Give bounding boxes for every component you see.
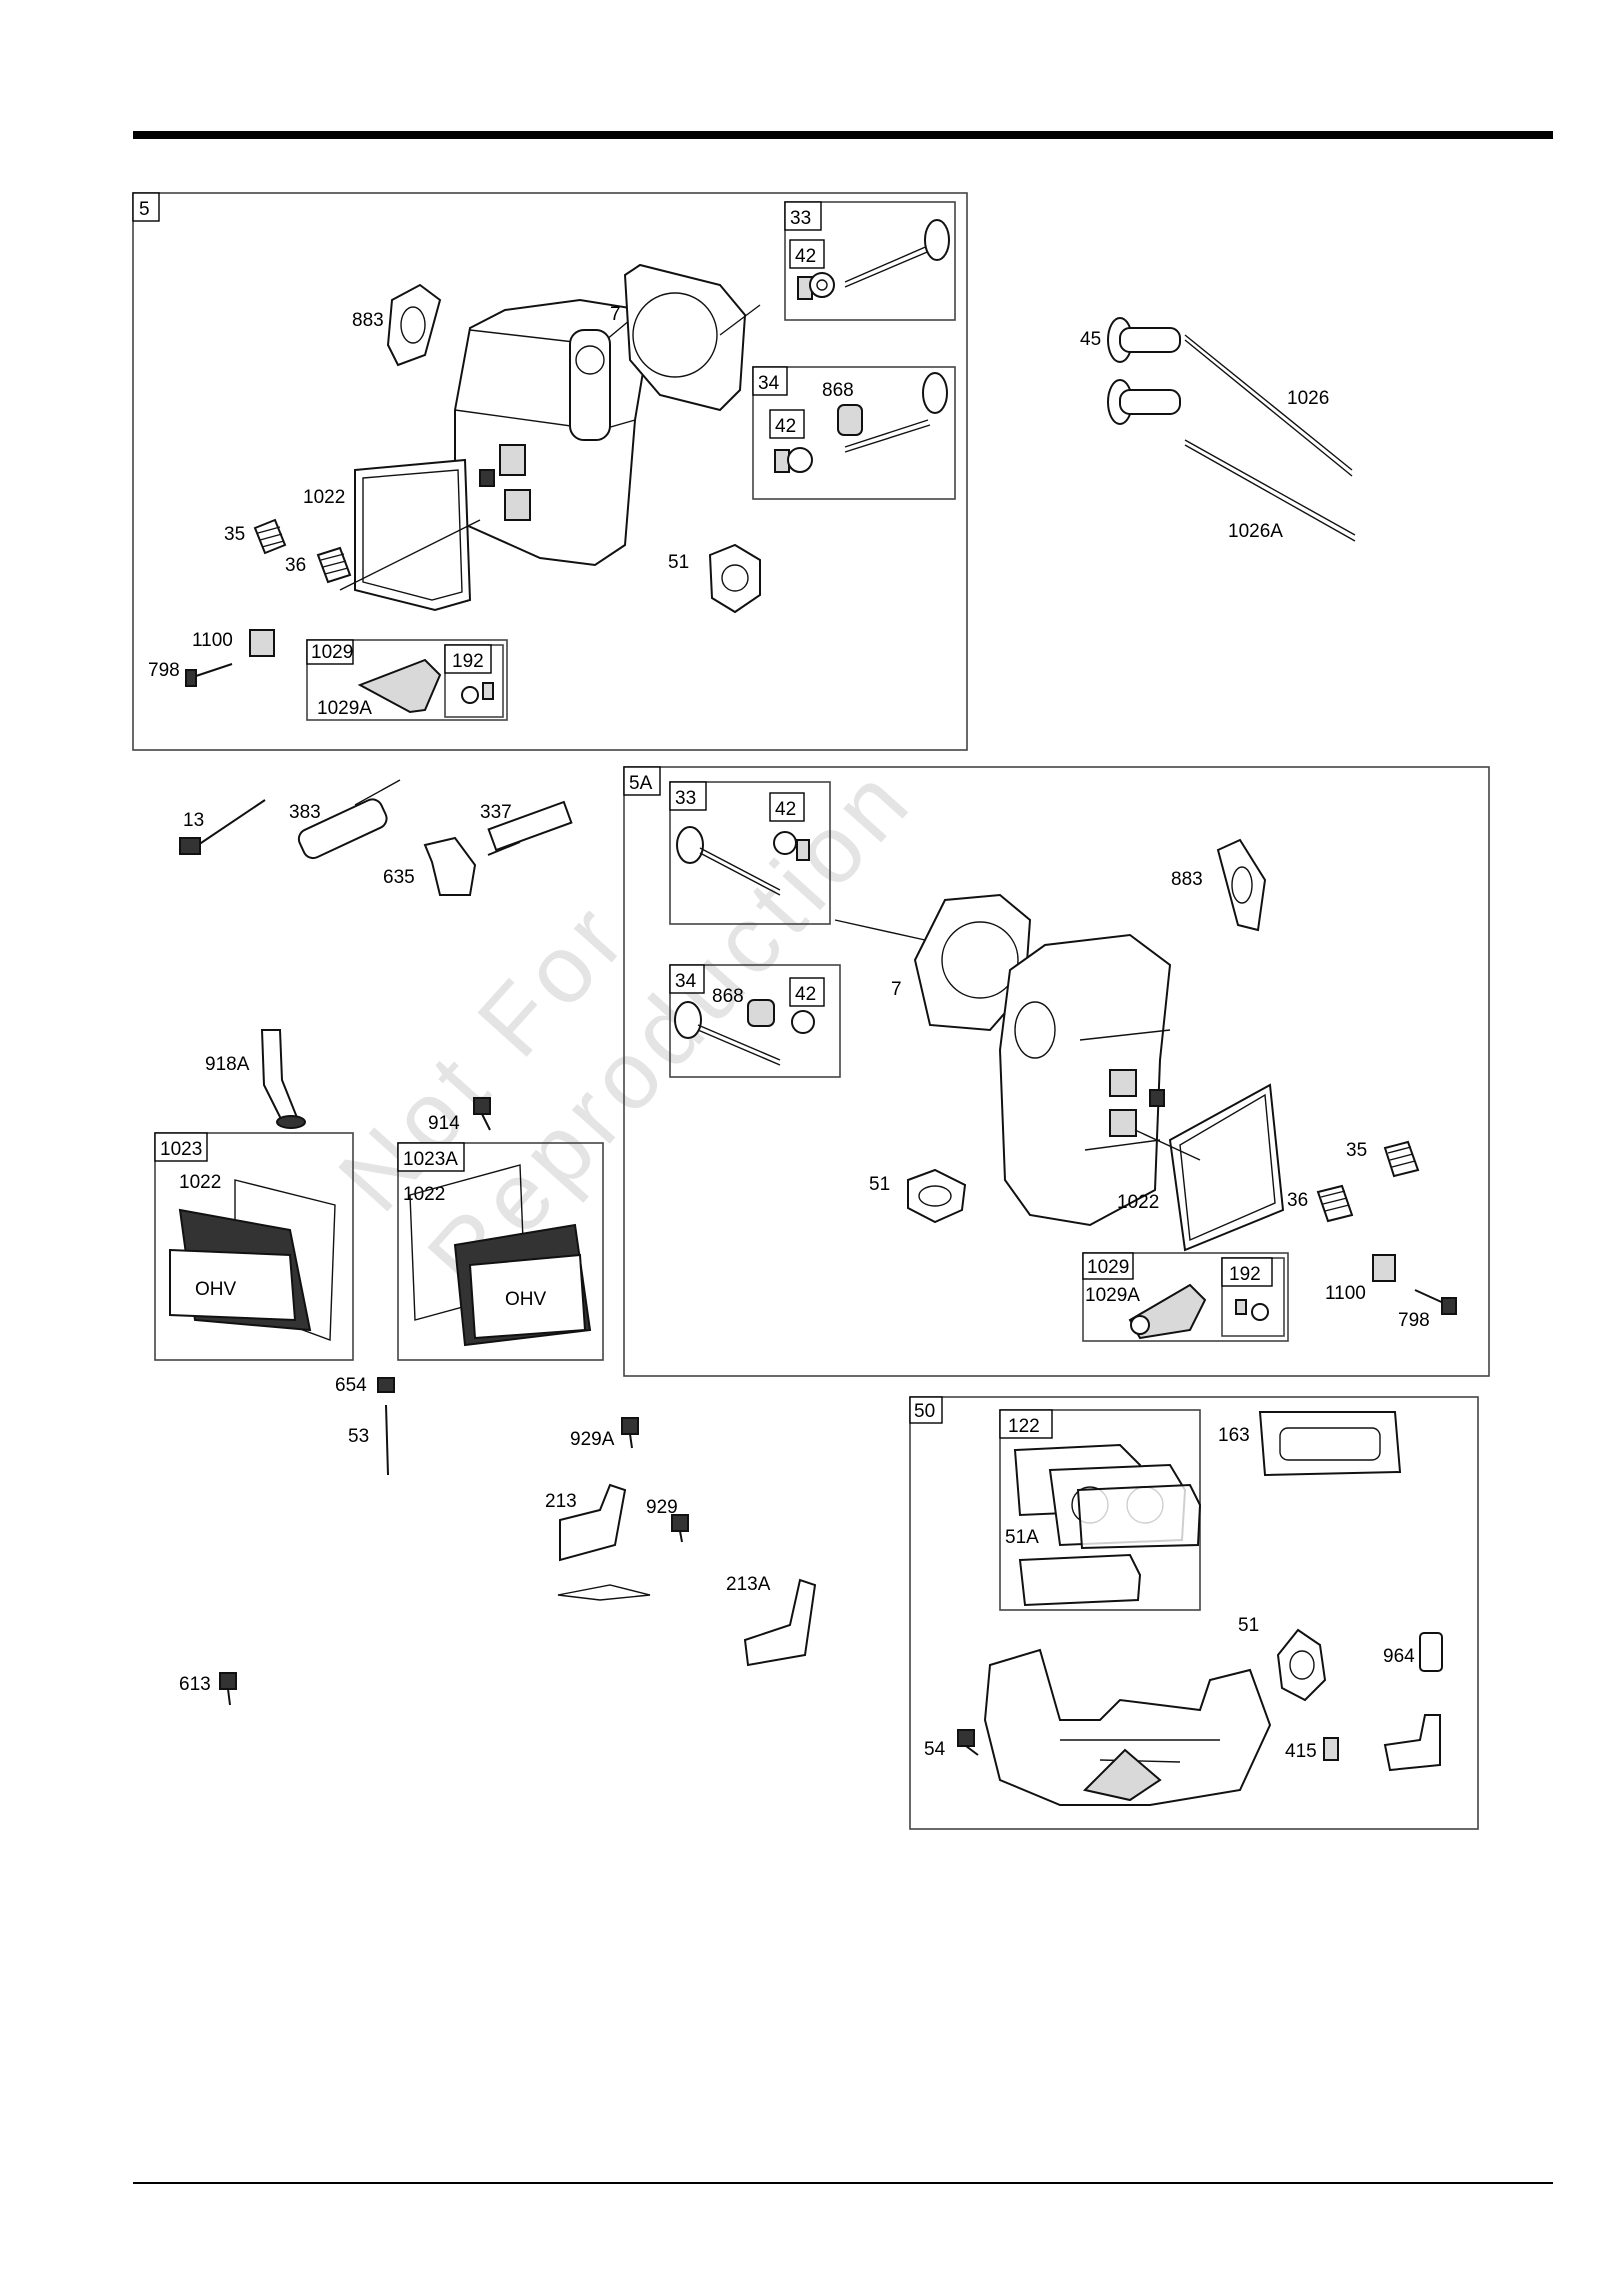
part-callout: 51 bbox=[869, 1174, 890, 1195]
sub-assembly-label: 1029 bbox=[311, 642, 353, 663]
part-callout: 1026A bbox=[1228, 521, 1283, 542]
ohv-logo: OHV bbox=[505, 1289, 547, 1310]
part-callout: 868 bbox=[822, 380, 854, 401]
sub-assembly-label: 42 bbox=[775, 799, 796, 820]
sub-assembly-label: 1029 bbox=[1087, 1257, 1129, 1278]
sub-assembly-label: 122 bbox=[1008, 1416, 1040, 1437]
sub-assembly-label: 33 bbox=[675, 788, 696, 809]
part-callout: 35 bbox=[1346, 1140, 1367, 1161]
sub-assembly-label: 42 bbox=[795, 984, 816, 1005]
part-callout: 883 bbox=[1171, 869, 1203, 890]
part-callout: 1022 bbox=[303, 487, 345, 508]
part-callout: 1026 bbox=[1287, 388, 1329, 409]
group-5-label: 5 bbox=[139, 199, 150, 220]
part-callout: 213A bbox=[726, 1574, 771, 1595]
part-callout: 36 bbox=[1287, 1190, 1308, 1211]
part-callout: 7 bbox=[891, 979, 902, 1000]
sub-assembly-label: 192 bbox=[452, 651, 484, 672]
part-callout: 613 bbox=[179, 1674, 211, 1695]
part-callout: 929A bbox=[570, 1429, 615, 1450]
part-callout: 914 bbox=[428, 1113, 460, 1134]
group-50-label: 50 bbox=[914, 1401, 935, 1422]
valves: 45 1026 1026A bbox=[1080, 318, 1355, 542]
group-1023a-label: 1023A bbox=[403, 1149, 458, 1170]
part-callout: 13 bbox=[183, 810, 204, 831]
part-callout: 1022 bbox=[1117, 1192, 1159, 1213]
part-callout: 798 bbox=[148, 660, 180, 681]
part-callout: 635 bbox=[383, 867, 415, 888]
part-callout: 383 bbox=[289, 802, 321, 823]
sub-assembly-label: 42 bbox=[795, 246, 816, 267]
part-callout: 45 bbox=[1080, 329, 1101, 350]
part-callout: 654 bbox=[335, 1375, 367, 1396]
part-callout: 54 bbox=[924, 1739, 946, 1760]
part-callout: 798 bbox=[1398, 1310, 1430, 1331]
part-callout: 53 bbox=[348, 1426, 369, 1447]
ohv-logo: OHV bbox=[195, 1279, 237, 1300]
part-callout: 337 bbox=[480, 802, 512, 823]
part-callout: 51 bbox=[1238, 1615, 1259, 1636]
group-50: 50 122 51A 163 51 964 54 415 bbox=[910, 1397, 1478, 1829]
part-callout: 883 bbox=[352, 310, 384, 331]
sub-assembly-label: 192 bbox=[1229, 1264, 1261, 1285]
part-callout: 918A bbox=[205, 1054, 250, 1075]
part-callout: 1029A bbox=[1085, 1285, 1140, 1306]
part-callout: 51 bbox=[668, 552, 689, 573]
sub-assembly-label: 34 bbox=[758, 373, 780, 394]
part-callout: 1029A bbox=[317, 698, 372, 719]
part-callout: 163 bbox=[1218, 1425, 1250, 1446]
part-callout: 415 bbox=[1285, 1741, 1317, 1762]
part-callout: 1100 bbox=[192, 630, 233, 651]
group-5: 5 33 42 34 42 868 bbox=[133, 193, 967, 750]
sub-assembly-label: 34 bbox=[675, 971, 697, 992]
part-callout: 51A bbox=[1005, 1527, 1039, 1548]
sub-assembly-label: 42 bbox=[775, 416, 796, 437]
group-1023-label: 1023 bbox=[160, 1139, 202, 1160]
part-callout: 7 bbox=[610, 304, 621, 325]
part-callout: 213 bbox=[545, 1491, 577, 1512]
part-callout: 35 bbox=[224, 524, 245, 545]
part-callout: 1022 bbox=[179, 1172, 221, 1193]
group-5a-label: 5A bbox=[629, 773, 653, 794]
part-callout: 964 bbox=[1383, 1646, 1415, 1667]
part-callout: 36 bbox=[285, 555, 306, 576]
sub-assembly-label: 33 bbox=[790, 208, 811, 229]
part-callout: 1100 bbox=[1325, 1283, 1366, 1304]
part-callout: 868 bbox=[712, 986, 744, 1007]
part-callout: 929 bbox=[646, 1497, 678, 1518]
